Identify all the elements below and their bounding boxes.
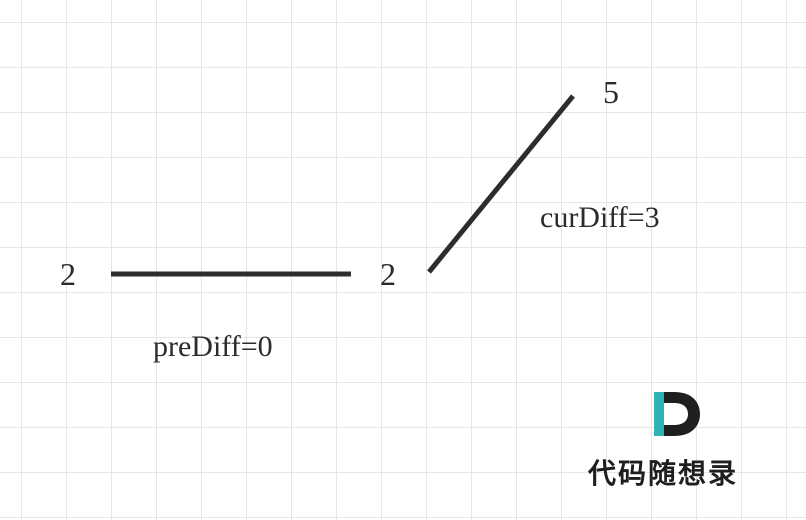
rising-segment bbox=[427, 94, 575, 274]
cur-diff-label: curDiff=3 bbox=[540, 201, 660, 234]
logo-d-shape bbox=[664, 392, 700, 436]
middle-point-value: 2 bbox=[380, 256, 396, 292]
left-point-value: 2 bbox=[60, 256, 76, 292]
watermark-text: 代码随想录 bbox=[588, 457, 739, 490]
top-point-value: 5 bbox=[603, 74, 619, 110]
logo-accent-bar bbox=[654, 392, 664, 436]
pre-diff-label: preDiff=0 bbox=[153, 330, 273, 363]
logo-icon bbox=[654, 392, 700, 436]
